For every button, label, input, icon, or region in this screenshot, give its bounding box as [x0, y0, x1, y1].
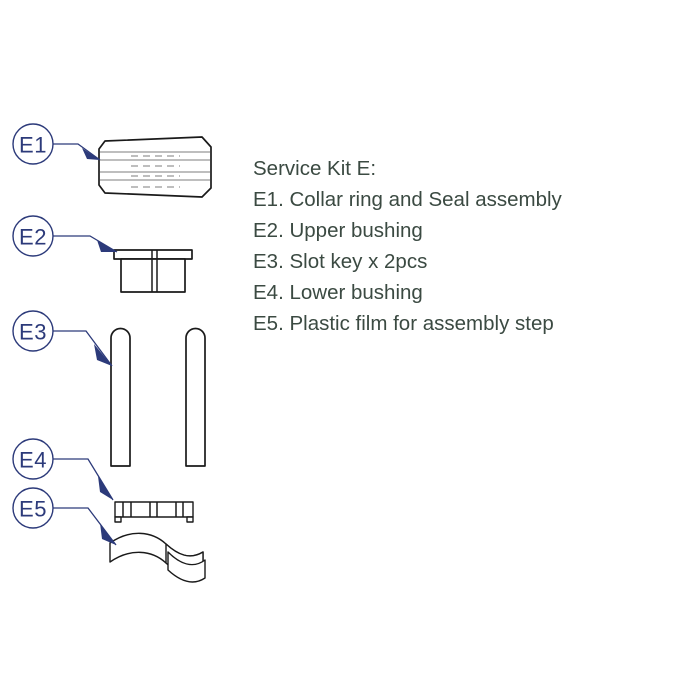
- callout-e3[interactable]: E3: [12, 310, 113, 367]
- callout-circle-e3[interactable]: [12, 310, 54, 352]
- legend-item-e2: E2. Upper bushing: [253, 219, 423, 242]
- legend-item-e5: E5. Plastic film for assembly step: [253, 312, 554, 335]
- part-e1-collar-ring-and-seal-assembly: [98, 136, 212, 198]
- arrow-head-e2: [97, 240, 117, 252]
- callout-label-e4: E4: [19, 448, 47, 473]
- legend-heading: Service Kit E:: [253, 157, 376, 180]
- callout-e2[interactable]: E2: [12, 215, 118, 257]
- arrow-head-e3: [94, 344, 112, 366]
- callout-circle-e2[interactable]: [12, 215, 54, 257]
- part-e5-plastic-film: [109, 532, 206, 583]
- arrow-head-e4: [98, 476, 113, 500]
- legend-item-e4: E4. Lower bushing: [253, 281, 423, 304]
- part-e3-slot-key-left: [110, 327, 131, 467]
- legend-text-block: Service Kit E: E1. Collar ring and Seal …: [253, 157, 563, 335]
- leader-line-e4: [53, 458, 114, 501]
- legend-item-e1: E1. Collar ring and Seal assembly: [253, 188, 563, 211]
- part-e4-lower-bushing: [114, 501, 194, 523]
- callout-e1[interactable]: E1: [12, 123, 101, 165]
- callout-e4[interactable]: E4: [12, 438, 114, 501]
- callout-label-e3: E3: [19, 320, 47, 345]
- callout-circle-e4[interactable]: [12, 438, 54, 480]
- leader-line-e1: [53, 143, 101, 161]
- part-e3-slot-key-right: [185, 327, 206, 467]
- callout-label-e2: E2: [19, 225, 47, 250]
- callout-circle-e5[interactable]: [12, 487, 54, 529]
- leader-line-e3: [53, 330, 113, 367]
- part-e2-upper-bushing: [113, 249, 193, 293]
- callout-circle-e1[interactable]: [12, 123, 54, 165]
- arrow-head-e5: [100, 523, 116, 545]
- callout-label-e1: E1: [19, 133, 47, 158]
- legend-item-e3: E3. Slot key x 2pcs: [253, 250, 427, 273]
- callout-e5[interactable]: E5: [12, 487, 117, 546]
- callout-label-e5: E5: [19, 497, 47, 522]
- arrow-head-e1: [82, 148, 100, 160]
